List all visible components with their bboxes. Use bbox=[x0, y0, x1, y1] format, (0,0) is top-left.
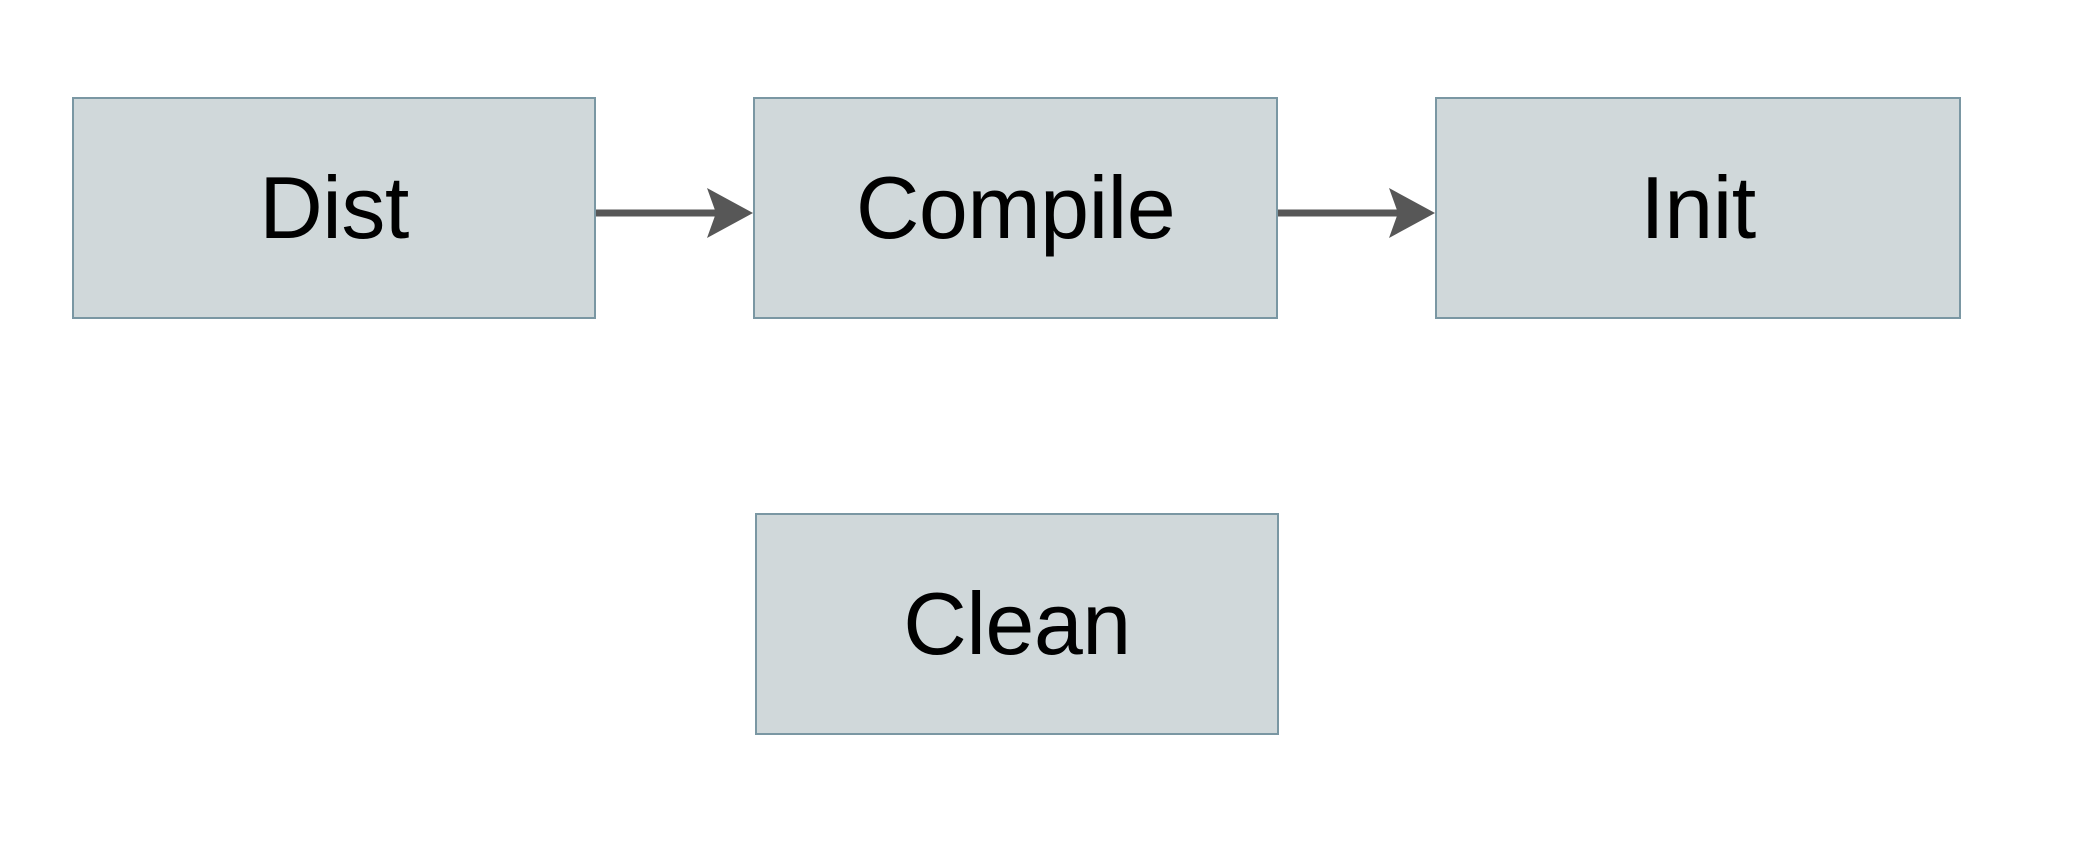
node-label-clean: Clean bbox=[903, 574, 1131, 673]
arrowhead-icon bbox=[1389, 188, 1435, 238]
node-compile[interactable]: Compile bbox=[753, 97, 1278, 319]
node-label-dist: Dist bbox=[259, 158, 409, 257]
node-label-init: Init bbox=[1640, 158, 1756, 257]
node-clean[interactable]: Clean bbox=[755, 513, 1279, 735]
node-dist[interactable]: Dist bbox=[72, 97, 596, 319]
node-init[interactable]: Init bbox=[1435, 97, 1961, 319]
arrowhead-icon bbox=[707, 188, 753, 238]
edge-compile-to-init[interactable] bbox=[1278, 188, 1435, 238]
node-label-compile: Compile bbox=[855, 158, 1176, 257]
edge-dist-to-compile[interactable] bbox=[596, 188, 753, 238]
